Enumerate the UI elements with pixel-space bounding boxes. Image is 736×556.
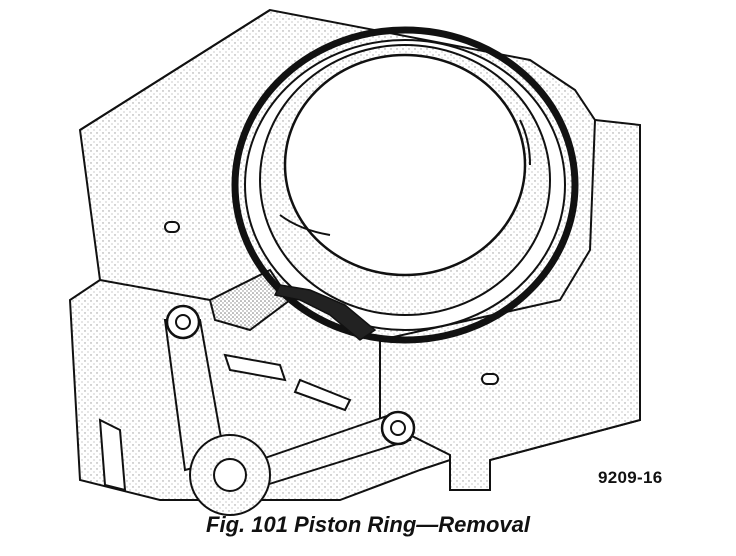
ring-expander-right-jaw xyxy=(379,118,641,491)
figure-id-label: 9209-16 xyxy=(598,468,663,487)
piston-pin-slots xyxy=(98,353,352,492)
ring-expander-handles xyxy=(163,304,416,516)
figure-caption: Fig. 101 Piston Ring—Removal xyxy=(206,512,530,537)
piston-crown xyxy=(259,44,551,316)
ring-expander-left-jaw xyxy=(164,221,292,332)
ring-gap-grip xyxy=(273,284,377,341)
